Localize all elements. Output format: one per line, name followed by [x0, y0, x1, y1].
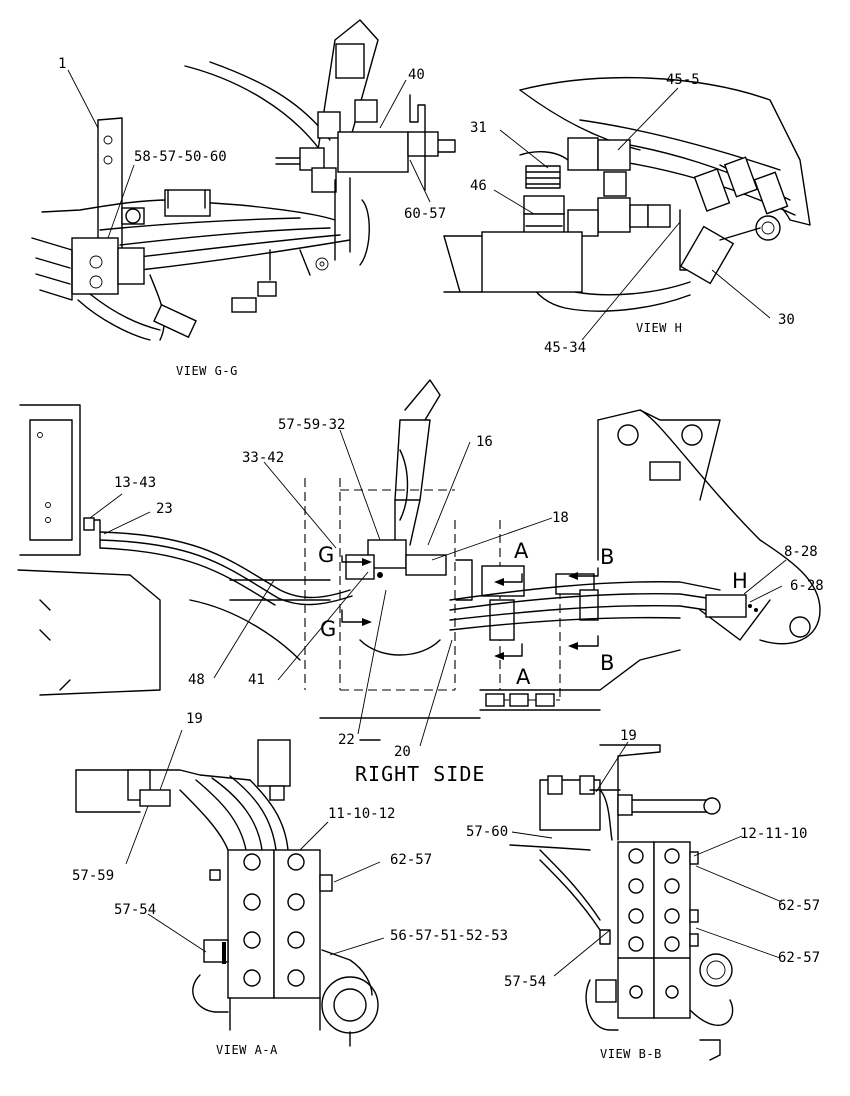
callout-label: 40 — [408, 67, 425, 83]
callout-label: 30 — [778, 312, 795, 328]
callout-label: 57-59 — [72, 868, 114, 884]
callout-label: 22 — [338, 732, 355, 748]
callout-label: 60-57 — [404, 206, 446, 222]
callouts-h: 45-5 31 46 30 45-34 VIEW H — [470, 72, 795, 356]
callout-label: 62-57 — [778, 950, 820, 966]
callout-label: 6-28 — [790, 578, 824, 594]
view-caption: VIEW G-G — [176, 364, 238, 378]
callout-label: 57-54 — [114, 902, 156, 918]
view-bb-drawing — [509, 744, 734, 1061]
callout-label: 11-10-12 — [328, 806, 395, 822]
callouts-aa: 19 11-10-12 62-57 57-59 57-54 56-57-51-5… — [72, 711, 508, 1057]
callout-label: 20 — [394, 744, 411, 760]
section-marker: A — [514, 539, 529, 563]
view-caption: VIEW A-A — [216, 1043, 278, 1057]
callout-label: 62-57 — [778, 898, 820, 914]
callout-label: 13-43 — [114, 475, 156, 491]
leader-lines — [67, 69, 787, 977]
callout-label: 18 — [552, 510, 569, 526]
callouts-gg: 1 58-57-50-60 40 60-57 VIEW G-G — [58, 56, 446, 378]
callout-label: 41 — [248, 672, 265, 688]
callout-label: 46 — [470, 178, 487, 194]
callout-label: 45-5 — [666, 72, 700, 88]
view-gg-drawing — [31, 19, 456, 341]
section-marker: G — [318, 543, 334, 567]
callout-label: 23 — [156, 501, 173, 517]
right-side-drawing — [17, 379, 821, 741]
callout-label: 58-57-50-60 — [134, 149, 227, 165]
view-caption: VIEW B-B — [600, 1047, 662, 1061]
section-marker: G — [320, 617, 336, 641]
callout-label: 57-60 — [466, 824, 508, 840]
section-marker: A — [516, 665, 531, 689]
section-marker: H — [732, 569, 748, 593]
section-marker: B — [600, 545, 614, 569]
callout-label: 12-11-10 — [740, 826, 807, 842]
callout-label: 31 — [470, 120, 487, 136]
callout-label: 19 — [186, 711, 203, 727]
callout-label: 1 — [58, 56, 66, 72]
view-caption: VIEW H — [636, 321, 682, 335]
callout-label: 57-54 — [504, 974, 546, 990]
view-h-drawing — [443, 76, 811, 312]
view-caption: RIGHT SIDE — [355, 762, 485, 786]
callout-label: 16 — [476, 434, 493, 450]
callout-label: 45-34 — [544, 340, 586, 356]
section-marker: B — [600, 651, 614, 675]
callout-label: 19 — [620, 728, 637, 744]
callouts-right-side: 57-59-32 16 33-42 13-43 23 18 8-28 6-28 … — [114, 417, 824, 786]
view-aa-drawing — [75, 739, 379, 1047]
callout-label: 33-42 — [242, 450, 284, 466]
callout-label: 48 — [188, 672, 205, 688]
callout-label: 57-59-32 — [278, 417, 345, 433]
callouts-bb: 19 57-60 12-11-10 62-57 62-57 57-54 VIEW… — [466, 728, 820, 1061]
callout-label: 8-28 — [784, 544, 818, 560]
callout-label: 56-57-51-52-53 — [390, 928, 508, 944]
callout-label: 62-57 — [390, 852, 432, 868]
